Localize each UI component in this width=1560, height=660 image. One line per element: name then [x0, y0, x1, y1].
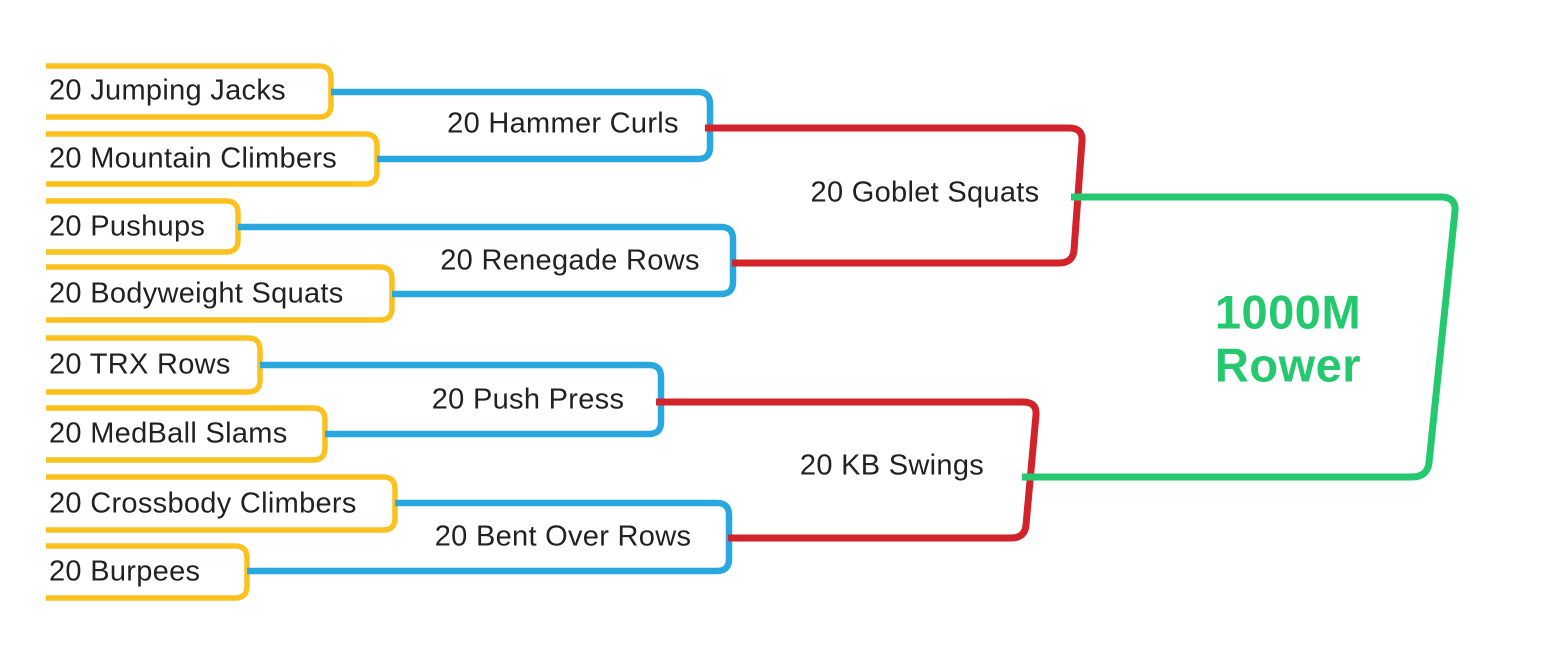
- node-medball-slams[interactable]: 20 MedBall Slams: [49, 417, 288, 450]
- node-hammer-curls[interactable]: 20 Hammer Curls: [447, 107, 679, 140]
- node-bent-over-rows[interactable]: 20 Bent Over Rows: [434, 520, 692, 553]
- node-kb-swings[interactable]: 20 KB Swings: [799, 449, 985, 482]
- branch-rower-final: [1022, 193, 1459, 481]
- node-mountain-climbers[interactable]: 20 Mountain Climbers: [49, 142, 338, 175]
- branch-kb-swings: [656, 398, 1040, 542]
- node-pushups[interactable]: 20 Pushups: [49, 210, 206, 243]
- node-bodyweight-squats[interactable]: 20 Bodyweight Squats: [49, 277, 344, 310]
- node-jumping-jacks[interactable]: 20 Jumping Jacks: [49, 74, 286, 107]
- node-push-press[interactable]: 20 Push Press: [431, 383, 625, 416]
- node-crossbody-climbers[interactable]: 20 Crossbody Climbers: [49, 487, 357, 520]
- node-rower-final[interactable]: 1000M Rower: [1214, 285, 1362, 391]
- node-goblet-squats[interactable]: 20 Goblet Squats: [810, 176, 1040, 209]
- node-renegade-rows[interactable]: 20 Renegade Rows: [440, 244, 700, 277]
- node-burpees[interactable]: 20 Burpees: [49, 555, 201, 588]
- node-trx-rows[interactable]: 20 TRX Rows: [49, 348, 231, 381]
